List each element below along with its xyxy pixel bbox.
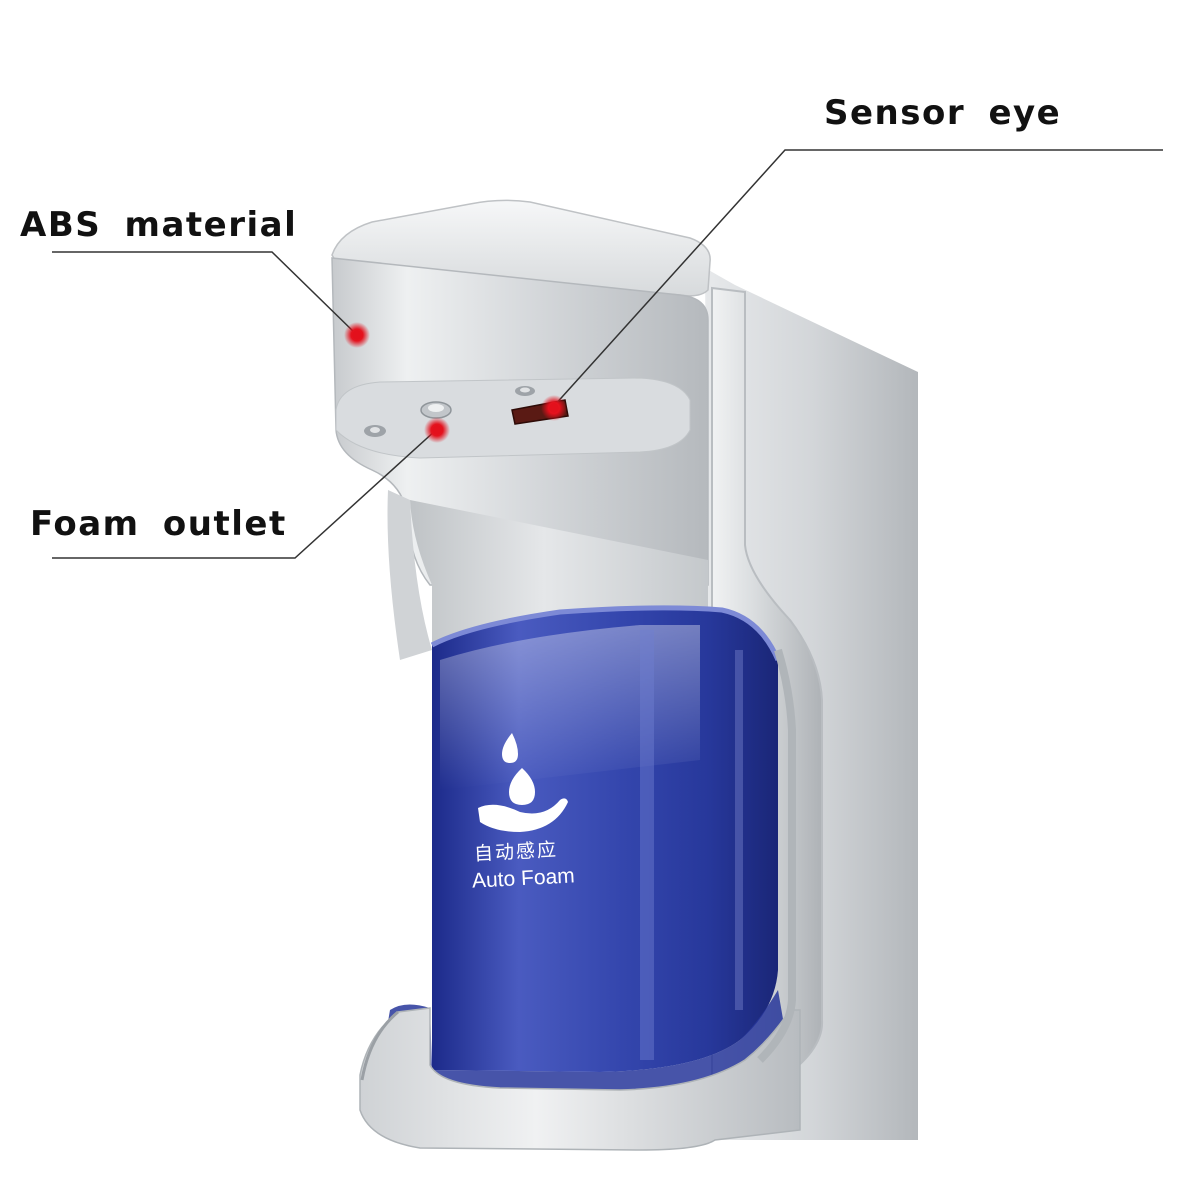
leader-lines <box>52 149 1163 559</box>
product-label-chinese: 自动感应 <box>473 839 559 866</box>
callout-sensor-eye: Sensor eye <box>824 93 1062 133</box>
leader-line-sensor <box>552 149 1163 408</box>
drip-tray <box>359 1007 801 1151</box>
callout-abs-material: ABS material <box>20 205 298 245</box>
product-label-english: Auto Foam <box>471 864 576 893</box>
leader-line-foam <box>52 429 437 559</box>
leader-line-abs <box>52 251 357 335</box>
hand-drop-icon <box>478 733 568 832</box>
callout-foam-outlet: Foam outlet <box>30 504 287 544</box>
